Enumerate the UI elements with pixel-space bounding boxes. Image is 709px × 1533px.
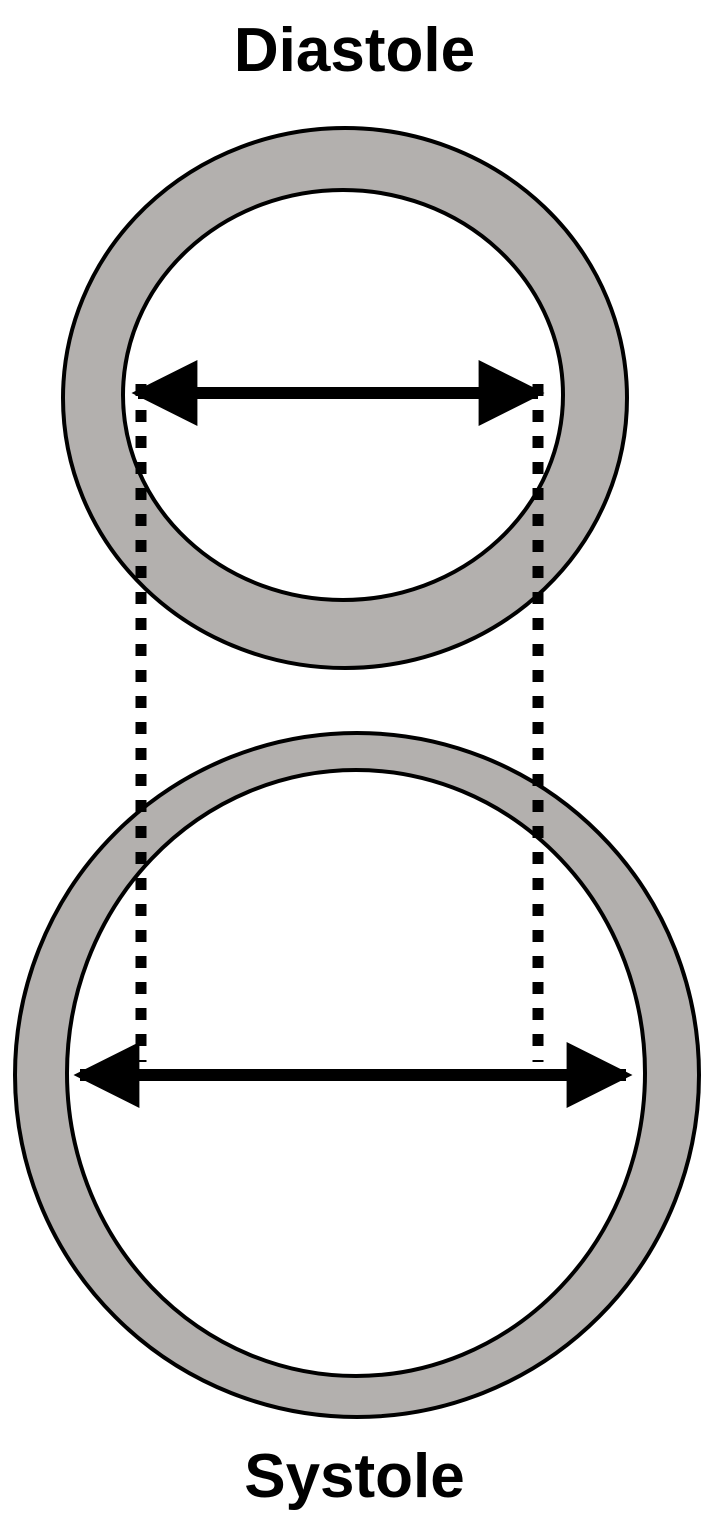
systole-label: Systole (244, 1442, 465, 1511)
diastole-label: Diastole (233, 16, 476, 85)
projection-lines (135, 384, 544, 1062)
